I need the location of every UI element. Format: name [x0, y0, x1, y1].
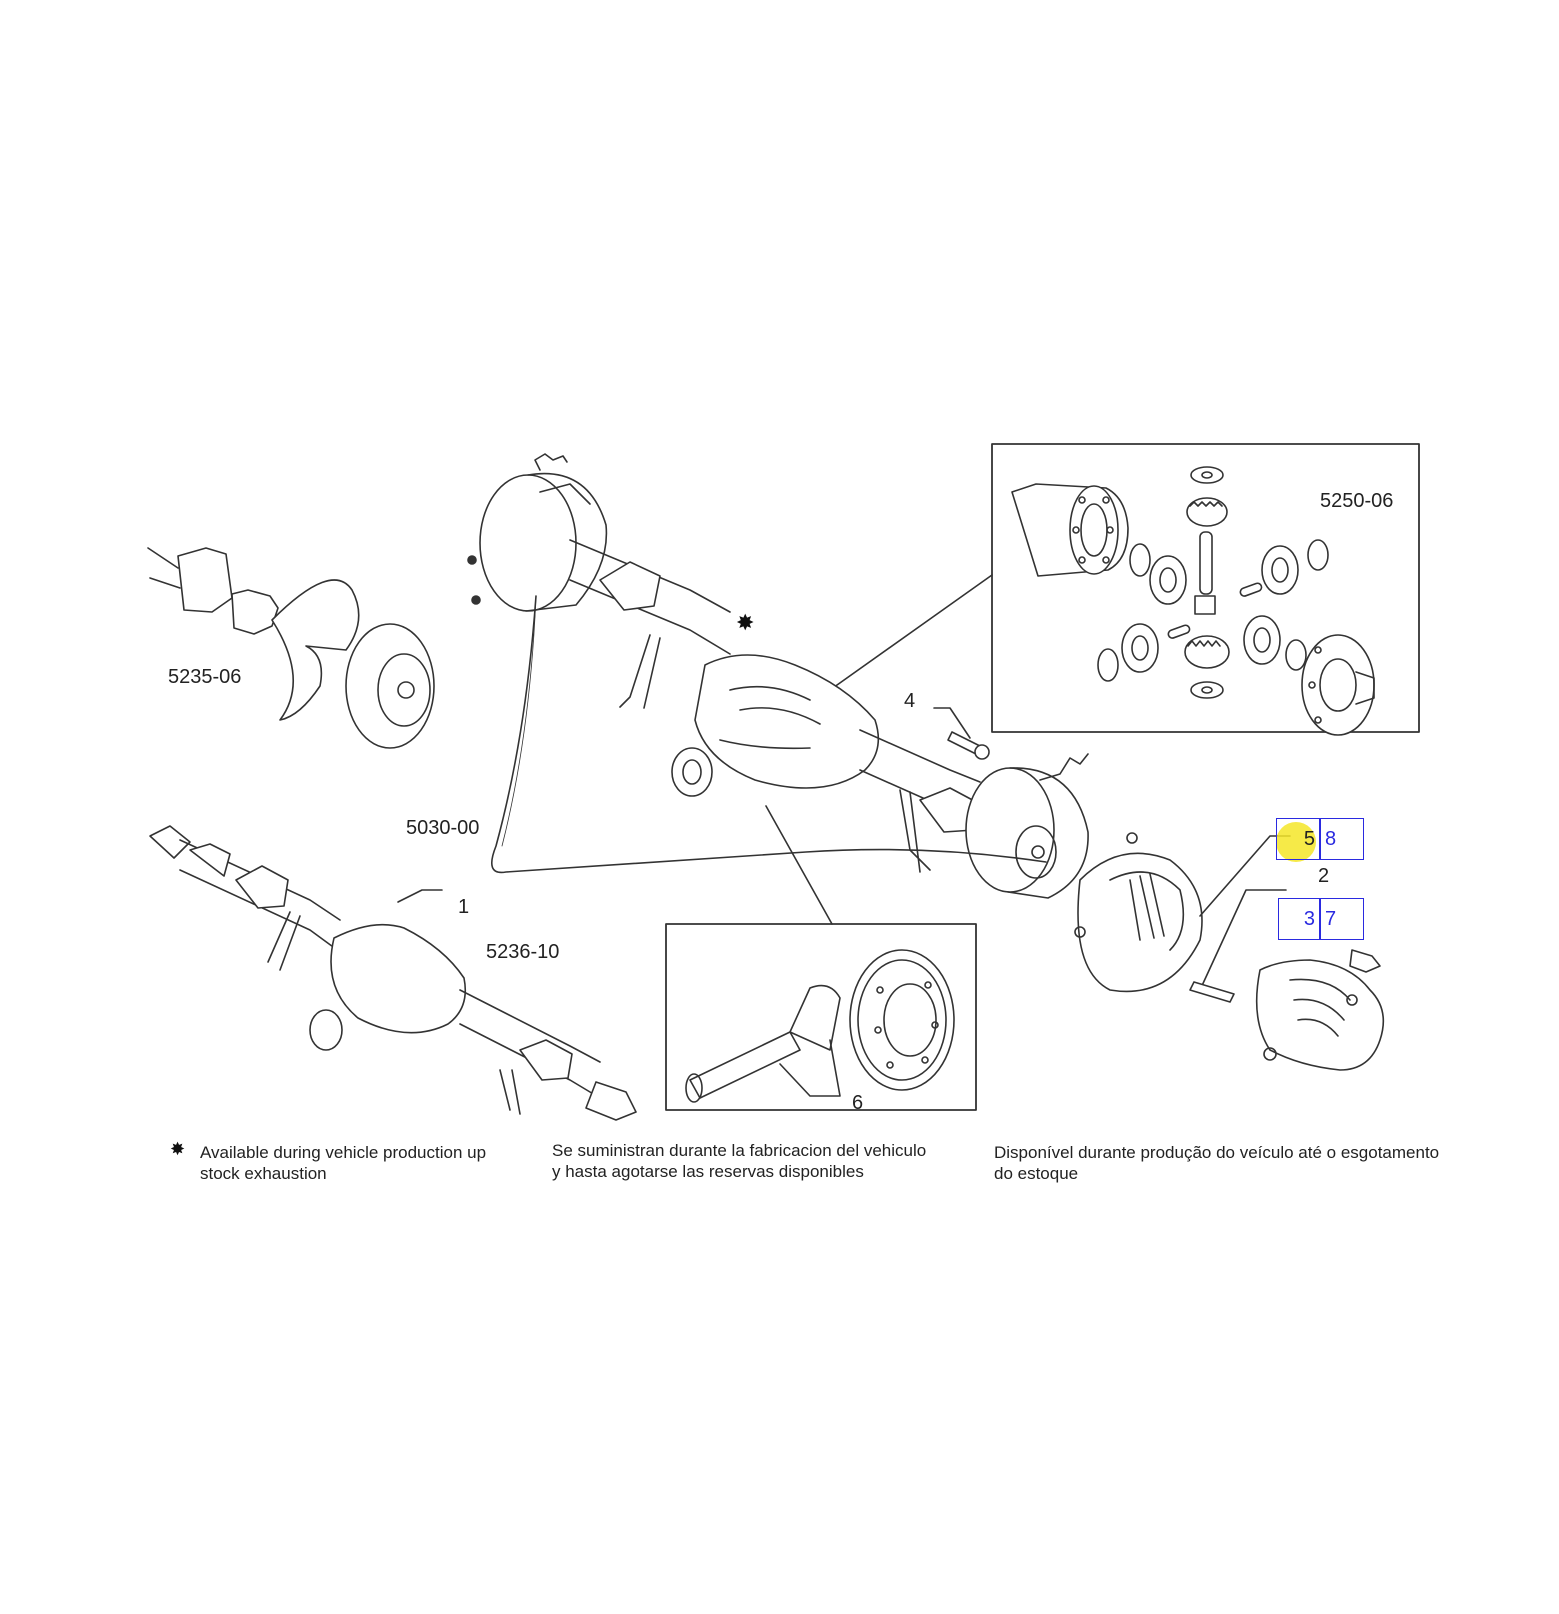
brake-cable: [490, 595, 1047, 874]
diff-case-left: [1011, 483, 1129, 577]
group-label-5236-10: 5236-10: [486, 941, 560, 963]
group-label-5250-06: 5250-06: [1320, 490, 1394, 512]
cursor-highlight: [1276, 822, 1316, 862]
differential-inset-box: [991, 443, 1420, 733]
main-axle: [467, 453, 1089, 899]
hotspot-3[interactable]: 3: [1278, 898, 1320, 940]
pinion-shaft: [685, 984, 841, 1103]
hotspot-7-label: 7: [1325, 907, 1337, 930]
note-english: Available during vehicle production up s…: [200, 1142, 486, 1184]
footnote-star-legend: ✸: [170, 1139, 186, 1159]
wheel-cylinder-caliper: [1189, 949, 1385, 1071]
note-es-line-1: Se suministran durante la fabricacion de…: [552, 1141, 927, 1160]
group-label-5030-00: 5030-00: [406, 817, 480, 839]
hotspot-8[interactable]: 8: [1320, 818, 1364, 860]
left-hub-assembly: [147, 547, 435, 749]
ring-gear-inset-box: [665, 923, 977, 1111]
bolt-4: [933, 707, 990, 760]
hotspot-8-label: 8: [1325, 827, 1337, 850]
callout-1: 1: [458, 896, 470, 918]
diff-case-right: [1301, 634, 1375, 736]
spare-axle: [149, 825, 637, 1121]
note-en-line-1: Available during vehicle production up: [200, 1143, 487, 1162]
callout-6: 6: [852, 1092, 864, 1114]
note-en-line-2: stock exhaustion: [200, 1164, 327, 1183]
callout-4: 4: [904, 690, 916, 712]
footnote-star-marker: ✸: [736, 610, 755, 635]
note-pt-line-1: Disponível durante produção do veículo a…: [994, 1143, 1440, 1162]
brake-backing-plate: [1074, 832, 1203, 993]
group-label-5235-06: 5235-06: [168, 666, 242, 688]
callout-2: 2: [1318, 865, 1330, 887]
note-pt-line-2: do estoque: [994, 1164, 1079, 1183]
hotspot-5[interactable]: 5: [1276, 818, 1320, 860]
hotspot-5-label: 5: [1303, 827, 1315, 850]
hotspot-3-label: 3: [1303, 907, 1315, 930]
hotspot-7[interactable]: 7: [1320, 898, 1364, 940]
note-es-line-2: y hasta agotarse las reservas disponible…: [552, 1162, 864, 1181]
note-spanish: Se suministran durante la fabricacion de…: [552, 1140, 926, 1182]
note-portuguese: Disponível durante produção do veículo a…: [994, 1142, 1439, 1184]
ring-gear: [849, 949, 955, 1091]
diff-gears: [1097, 466, 1329, 699]
